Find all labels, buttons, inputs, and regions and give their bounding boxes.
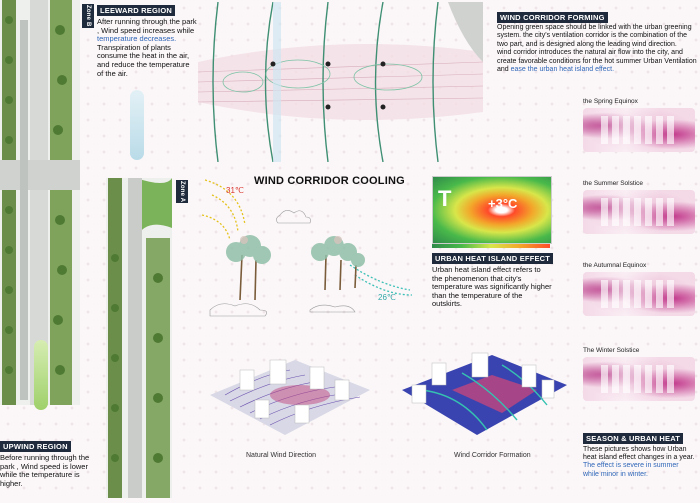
zone-b-plan-svg bbox=[0, 0, 80, 405]
zone-a-plan-svg bbox=[106, 178, 172, 498]
zone-a-plan bbox=[106, 178, 172, 498]
heat-legend-bar bbox=[432, 244, 550, 248]
zone-b-plan bbox=[0, 0, 80, 405]
season-text-main: These pictures shows how Urban heat isla… bbox=[583, 446, 695, 462]
uhi-text: Urban heat island effect refers to the p… bbox=[432, 265, 552, 309]
season-label-spring: the Spring Equinox bbox=[583, 98, 638, 105]
season-image-summer bbox=[583, 190, 695, 234]
heat-delta-label: +3°C bbox=[488, 196, 518, 211]
zone-a-label: Zone A bbox=[176, 180, 188, 204]
upwind-header: UPWIND REGION bbox=[0, 441, 71, 452]
heat-map bbox=[432, 176, 552, 244]
leeward-wind-arrow bbox=[130, 90, 144, 160]
corridor-diagram bbox=[392, 335, 572, 445]
season-text: These pictures shows how Urban heat isla… bbox=[583, 446, 695, 479]
season-image-autumn bbox=[583, 272, 695, 316]
season-label-winter: The Winter Solstice bbox=[583, 347, 640, 354]
main-title: WIND CORRIDOR COOLING bbox=[254, 175, 405, 187]
upwind-wind-arrow bbox=[34, 340, 48, 410]
leeward-text: After running through the park , Wind sp… bbox=[97, 17, 197, 78]
hot-temp-label: 31℃ bbox=[226, 186, 244, 195]
season-text-highlight: The effect is severe in summer while min… bbox=[583, 462, 679, 478]
leeward-p2: Transpiration of plants consume the heat… bbox=[97, 42, 190, 78]
natural-wind-svg bbox=[210, 359, 370, 435]
cooling-illustration bbox=[200, 160, 420, 325]
master-plan bbox=[197, 1, 484, 163]
natural-wind-caption: Natural Wind Direction bbox=[246, 452, 317, 459]
season-label-autumn: the Autumnal Equinox bbox=[583, 262, 647, 269]
wind-forming-p1: Opening green space should be linked wit… bbox=[497, 24, 692, 48]
wind-forming-p2-highlight: ease the urban heat island effect. bbox=[510, 66, 615, 74]
leeward-p1: After running through the park , Wind sp… bbox=[97, 17, 197, 35]
season-image-spring bbox=[583, 108, 695, 152]
cool-temp-label: 26℃ bbox=[378, 293, 396, 302]
wind-forming-text: Opening green space should be linked wit… bbox=[497, 24, 697, 74]
heat-t-letter: T bbox=[438, 186, 452, 211]
leeward-header: LEEWARD REGION bbox=[97, 5, 175, 16]
uhi-header: URBAN HEAT ISLAND EFFECT bbox=[432, 253, 554, 264]
natural-wind-diagram bbox=[200, 335, 375, 445]
wind-forming-p2: wind corridor introduces the natural air… bbox=[497, 49, 697, 74]
season-label-summer: the Summer Solstice bbox=[583, 180, 643, 187]
master-plan-svg bbox=[197, 1, 484, 163]
leeward-p1-highlight: temperature decreases. bbox=[97, 34, 177, 44]
upwind-text: Before running through the park , Wind s… bbox=[0, 453, 90, 488]
corridor-caption: Wind Corridor Formation bbox=[454, 452, 531, 459]
season-header: SEASON & URBAN HEAT bbox=[583, 433, 684, 444]
wind-forming-header: WIND CORRIDOR FORMING bbox=[497, 12, 608, 23]
corridor-svg bbox=[402, 352, 567, 435]
cooling-illustration-svg bbox=[201, 179, 413, 317]
zone-b-label: Zone B bbox=[82, 4, 94, 28]
season-image-winter bbox=[583, 357, 695, 401]
